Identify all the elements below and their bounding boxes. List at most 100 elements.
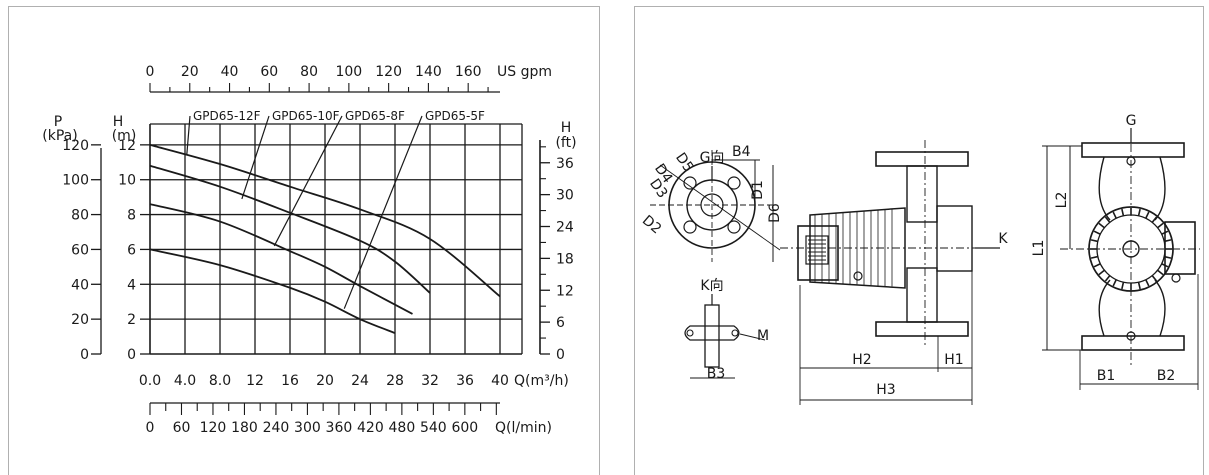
- x-tick-label-lmin: 120: [200, 420, 227, 436]
- front-motor-rib: [1112, 211, 1117, 219]
- x-tick-label-gpm: 80: [300, 64, 318, 80]
- curve-gpd65-5f: [149, 248, 396, 334]
- base-plate-outline: [684, 325, 740, 341]
- y-tick-label-m: 10: [118, 173, 136, 189]
- y-axis-unit-ft: (ft): [555, 135, 576, 151]
- x-tick-label-lmin: 360: [326, 420, 353, 436]
- y-tick-label-ft: 6: [556, 315, 565, 331]
- y-tick-label-kpa: 60: [71, 242, 89, 258]
- y-tick-label-kpa: 80: [71, 208, 89, 224]
- x-tick-label-lmin: 60: [173, 420, 191, 436]
- y-tick-label-ft: 12: [556, 283, 574, 299]
- series-label: GPD65-10F: [272, 109, 340, 123]
- front-motor-rib: [1093, 230, 1101, 235]
- front-motor-rib: [1145, 279, 1150, 287]
- front-motor-rib: [1098, 222, 1105, 229]
- front-top-flange: [1081, 142, 1185, 158]
- x-tick-label-lmin: 300: [294, 420, 321, 436]
- series-label: GPD65-5F: [425, 109, 485, 123]
- pipe-body: [936, 205, 973, 272]
- bottom-flange: [875, 321, 969, 337]
- x-tick-label-gpm: 40: [221, 64, 239, 80]
- x-tick-label-lmin: 0: [146, 420, 155, 436]
- front-motor-rib: [1104, 216, 1111, 223]
- x-tick-label-gpm: 0: [146, 64, 155, 80]
- front-motor-rib: [1157, 222, 1164, 229]
- x-tick-label: 40: [491, 373, 509, 389]
- y-axis-title-m: H: [113, 114, 124, 130]
- series-leader-line: [343, 115, 423, 309]
- dim-d1: D1: [750, 180, 766, 200]
- x-tick-label: 4.0: [174, 373, 196, 389]
- y-tick-label-ft: 30: [556, 188, 574, 204]
- front-terminal-box: [1164, 221, 1196, 275]
- y-tick-label-kpa: 40: [71, 277, 89, 293]
- dim-h2: H2: [852, 352, 871, 368]
- y-tick-label-ft: 0: [556, 347, 565, 363]
- x-tick-label: 8.0: [209, 373, 231, 389]
- dim-d5: D5: [672, 150, 696, 175]
- front-motor-rib: [1098, 269, 1105, 276]
- x-tick-label: 0.0: [139, 373, 161, 389]
- curve-gpd65-8f: [149, 203, 413, 315]
- x-tick-label-lmin: 540: [420, 420, 447, 436]
- y-tick-label-m: 2: [127, 312, 136, 328]
- pump-dimension-drawing-panel: [634, 6, 1204, 475]
- series-leader-line: [186, 115, 191, 156]
- y-axis-unit-kpa: (kPa): [42, 128, 77, 144]
- front-bottom-flange: [1081, 335, 1185, 351]
- front-motor-rib: [1151, 216, 1158, 223]
- base-hole-right: [731, 329, 739, 337]
- x-tick-label: 12: [246, 373, 264, 389]
- x-tick-label: 36: [456, 373, 474, 389]
- front-motor-rib: [1112, 279, 1117, 287]
- x-tick-label: 20: [316, 373, 334, 389]
- flange-bolt-hole: [683, 220, 697, 234]
- dim-l2: L2: [1054, 192, 1070, 209]
- y-tick-label-kpa: 20: [71, 312, 89, 328]
- front-motor-rib: [1121, 281, 1125, 290]
- terminal-box: [797, 225, 839, 281]
- front-motor-rib: [1151, 275, 1158, 282]
- y-axis-title-ft: H: [561, 120, 572, 136]
- y-tick-label-m: 6: [127, 242, 136, 258]
- curve-gpd65-12f: [149, 143, 501, 298]
- base-stem: [704, 304, 720, 368]
- dim-m-leader: [739, 333, 766, 341]
- x-tick-label: 16: [281, 373, 299, 389]
- front-cable-gland: [1171, 273, 1181, 283]
- front-motor-rib: [1090, 255, 1099, 259]
- x-tick-label-lmin: 600: [451, 420, 478, 436]
- dim-h3: H3: [876, 382, 895, 398]
- terminal-box-inner: [805, 235, 829, 265]
- y-tick-label-m: 0: [127, 347, 136, 363]
- top-neck: [906, 165, 938, 223]
- dim-m: M: [757, 328, 769, 344]
- y-tick-label-kpa: 0: [80, 347, 89, 363]
- y-tick-label-ft: 18: [556, 251, 574, 267]
- series-label: GPD65-12F: [193, 109, 261, 123]
- dim-b2: B2: [1157, 368, 1176, 384]
- x-axis-label-lmin: Q(l/min): [495, 420, 552, 436]
- dim-g: G: [1126, 113, 1137, 129]
- series-leader-line: [241, 115, 270, 200]
- flange-bolt-hole: [727, 220, 741, 234]
- y-tick-label-kpa: 120: [62, 138, 89, 154]
- front-motor-rib: [1157, 269, 1164, 276]
- flange-diag-line: [659, 164, 781, 251]
- dim-b4: B4: [732, 144, 751, 160]
- x-tick-label: 24: [351, 373, 369, 389]
- dim-l1: L1: [1031, 240, 1047, 257]
- front-motor-rib: [1104, 275, 1111, 282]
- y-tick-label-kpa: 100: [62, 173, 89, 189]
- front-motor-rib: [1137, 208, 1141, 217]
- dim-k: K: [998, 231, 1008, 247]
- dim-d6: D6: [767, 203, 783, 223]
- view-k-label: K向: [700, 278, 723, 294]
- y-axis-title-kpa: P: [54, 114, 62, 130]
- y-tick-label-ft: 36: [556, 156, 574, 172]
- front-motor-rib: [1121, 208, 1125, 217]
- flange-bolt-hole: [727, 176, 741, 190]
- dim-h1: H1: [944, 352, 963, 368]
